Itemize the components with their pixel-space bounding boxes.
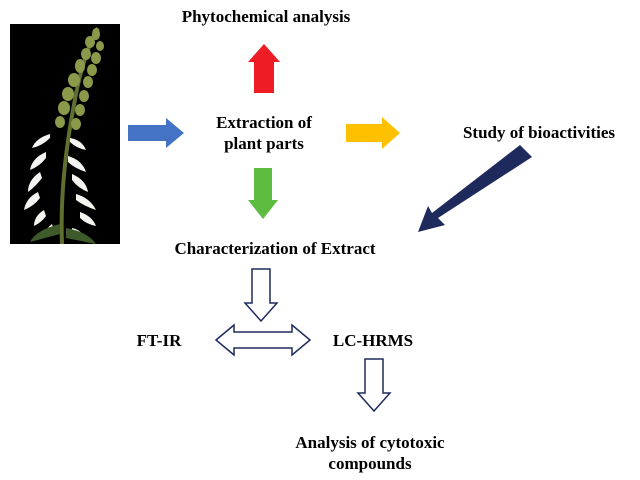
outline-double-arrow xyxy=(214,323,312,357)
cytotoxic-label-line1: Analysis of cytotoxic xyxy=(295,433,445,452)
outline-arrow-down-2 xyxy=(356,358,392,413)
navy-arrow-diagonal xyxy=(418,145,532,232)
outline-arrow-down-1 xyxy=(243,268,279,323)
extraction-label-line1: Extraction of xyxy=(216,113,312,132)
cytotoxic-label-line2: compounds xyxy=(328,454,412,473)
extraction-label-line2: plant parts xyxy=(224,134,304,153)
phytochemical-analysis-label: Phytochemical analysis xyxy=(181,7,351,26)
characterization-label: Characterization of Extract xyxy=(174,239,376,258)
bioactivities-label: Study of bioactivities xyxy=(462,123,616,142)
lchrms-label: LC-HRMS xyxy=(332,331,414,350)
ftir-label: FT-IR xyxy=(136,331,182,350)
blue-arrow-right xyxy=(128,118,184,148)
orange-arrow-right xyxy=(346,117,400,149)
cytotoxic-analysis-label: Analysis of cytotoxic compounds xyxy=(270,432,470,474)
plant-buds xyxy=(55,28,104,130)
green-arrow-down xyxy=(248,168,278,219)
plant-leaves xyxy=(30,224,96,244)
plant-photo xyxy=(10,24,120,244)
red-arrow-up xyxy=(248,44,280,93)
extraction-label: Extraction of plant parts xyxy=(194,112,334,154)
